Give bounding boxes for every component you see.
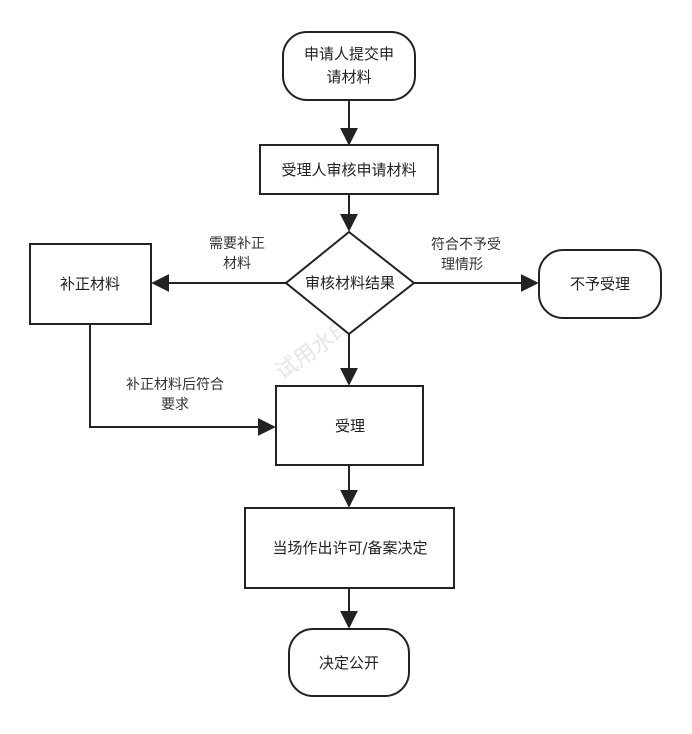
node-decision: 审核材料结果: [284, 230, 416, 336]
node-submit: 申请人提交申 请材料: [282, 31, 416, 101]
node-submit-line-1: 申请人提交申: [304, 45, 394, 63]
node-permit-label: 当场作出许可/备案决定: [272, 539, 427, 557]
label-after-supplement: 补正材料后符合 要求: [126, 377, 224, 413]
node-submit-line-2: 请材料: [326, 68, 371, 86]
node-publish-label: 决定公开: [319, 654, 379, 672]
label-need-supplement-line-2: 材料: [223, 256, 251, 272]
node-review-label: 受理人审核申请材料: [281, 161, 416, 179]
label-need-supplement: 需要补正 材料: [209, 236, 265, 272]
node-review: 受理人审核申请材料: [259, 144, 439, 195]
connectors: [89, 100, 539, 629]
node-reject-label: 不予受理: [570, 275, 630, 293]
node-accept-label: 受理: [335, 417, 365, 435]
node-reject: 不予受理: [538, 249, 662, 319]
node-accept: 受理: [275, 385, 424, 466]
label-after-supplement-line-1: 补正材料后符合: [126, 377, 224, 393]
edge-supplement-accept: [89, 324, 276, 436]
label-need-supplement-line-1: 需要补正: [209, 236, 265, 252]
node-publish: 决定公开: [288, 628, 410, 697]
node-permit: 当场作出许可/备案决定: [244, 507, 455, 589]
label-not-eligible-line-1: 符合不予受: [431, 237, 501, 253]
label-not-eligible: 符合不予受 理情形: [431, 237, 501, 273]
label-not-eligible-line-2: 理情形: [441, 257, 483, 273]
node-supplement-label: 补正材料: [60, 275, 120, 293]
node-decision-label: 审核材料结果: [305, 274, 395, 292]
node-supplement: 补正材料: [29, 243, 152, 325]
label-after-supplement-line-2: 要求: [161, 397, 189, 413]
